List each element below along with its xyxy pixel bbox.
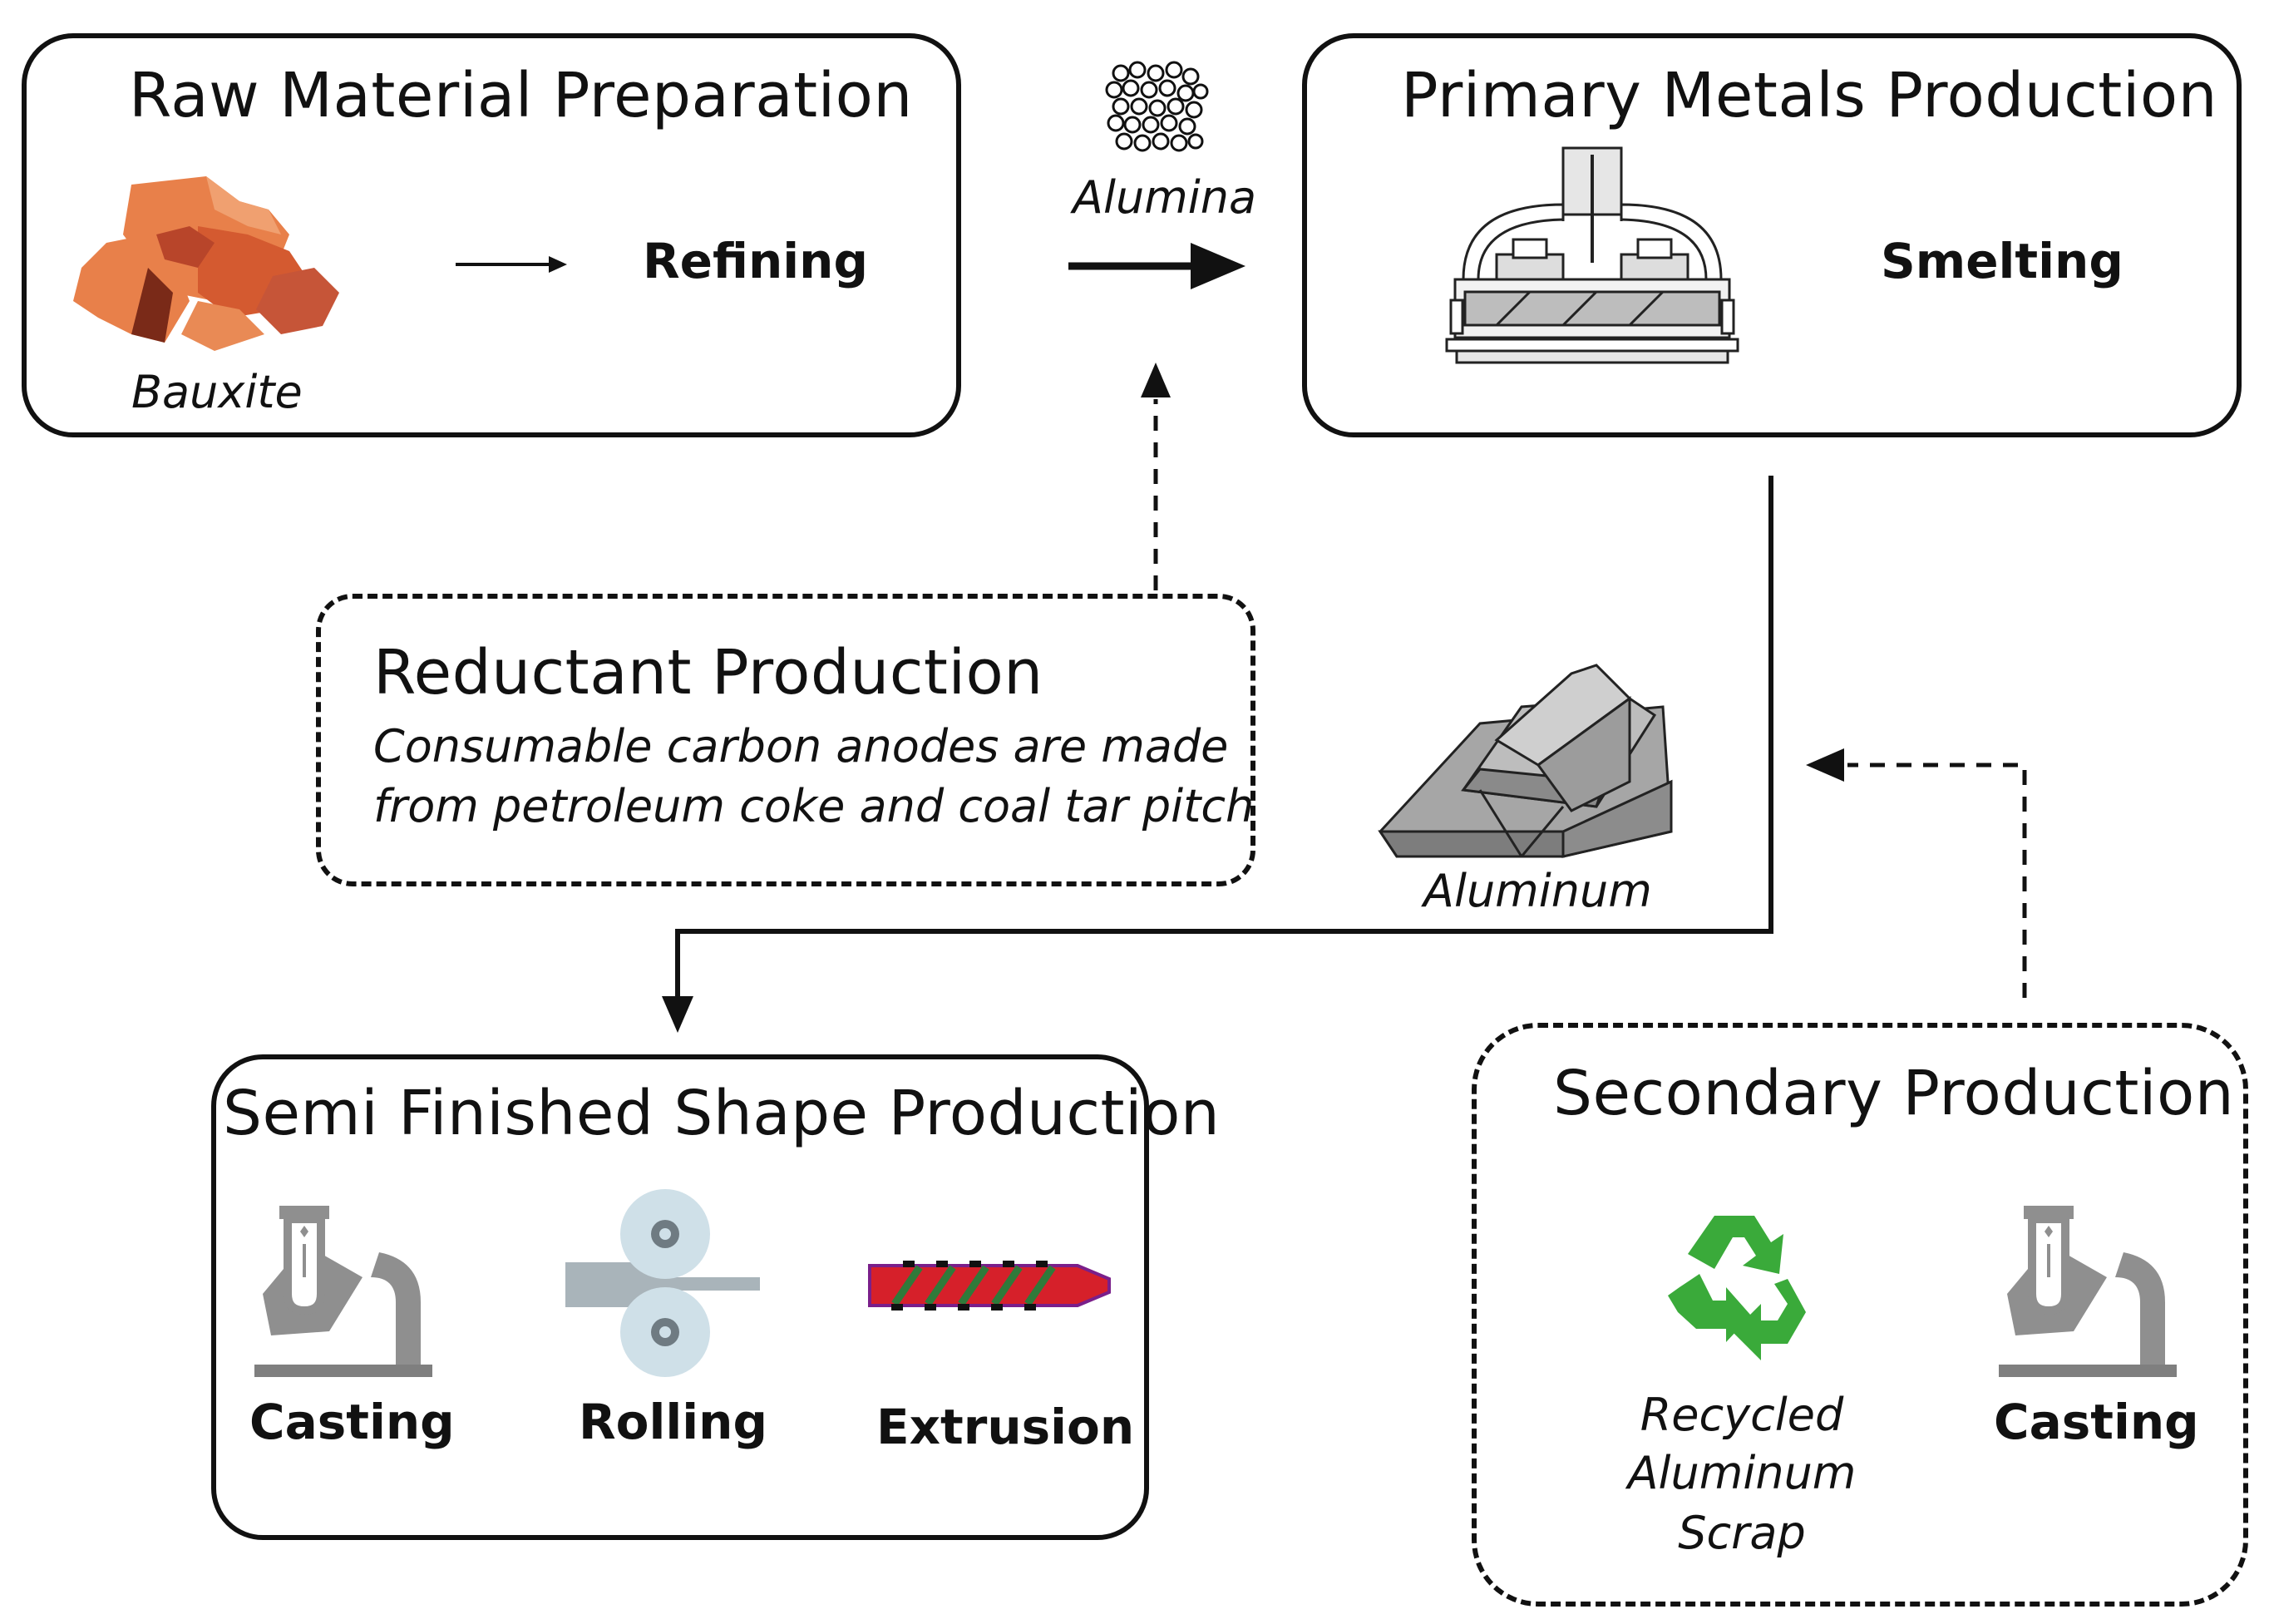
rolling-label: Rolling [579,1394,767,1450]
bauxite-label: Bauxite [131,366,303,418]
semi-finished-title: Semi Finished Shape Production [223,1078,1221,1149]
bauxite-rocks-icon [73,176,339,351]
alumina-granules-icon [1105,61,1209,152]
reductant-description-line1: Consumable carbon anodes are made [373,720,1229,773]
reductant-description-line2: from petroleum coke and coal tar pitch [373,780,1255,832]
rolling-mill-icon [565,1189,760,1377]
aluminum-label: Aluminum [1423,865,1652,917]
casting-ladle-icon [254,1206,432,1377]
recycle-icon [1668,1216,1806,1360]
extrusion-icon [868,1261,1111,1311]
semi-casting-label: Casting [249,1394,455,1450]
refining-label: Refining [643,233,868,289]
secondary-casting-ladle-icon [1999,1206,2177,1377]
reductant-arrow [1141,363,1171,590]
secondary-return-arrow [1806,748,2027,998]
alumina-label: Alumina [1073,171,1257,224]
aluminum-flow-arrow [662,476,1773,1033]
alumina-arrow [1068,243,1245,289]
semi-finished-box [211,1054,1149,1540]
secondary-box [1472,1023,2248,1607]
recycled-scrap-label-line2: Aluminum [1627,1447,1857,1499]
recycled-scrap-label-line1: Recycled [1640,1389,1844,1441]
primary-metals-box [1302,33,2242,437]
reductant-box [316,594,1255,886]
secondary-casting-label: Casting [1994,1394,2199,1450]
recycled-scrap-label-line3: Scrap [1678,1507,1806,1559]
raw-material-title: Raw Material Preparation [129,60,913,131]
smelting-cell-icon [1445,146,1739,364]
extrusion-label: Extrusion [876,1399,1135,1455]
smelting-label: Smelting [1881,233,2123,289]
raw-material-box [22,33,961,437]
secondary-title: Secondary Production [1553,1058,2235,1129]
refining-arrow [456,256,567,273]
primary-metals-title: Primary Metals Production [1401,60,2218,131]
aluminum-ingots-icon [1378,664,1673,858]
reductant-title: Reductant Production [373,637,1043,708]
